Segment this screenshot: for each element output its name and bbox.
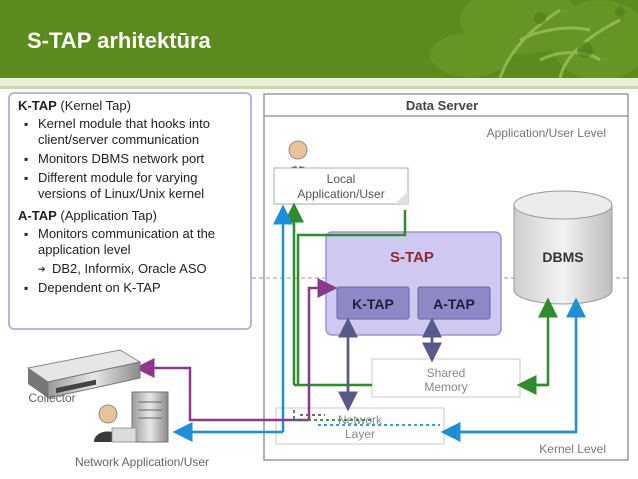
atap-heading: A-TAP (Application Tap) — [18, 208, 157, 223]
network-app-label: Network Application/User — [75, 455, 209, 469]
description-panel: K-TAP (Kernel Tap) Kernel module that ho… — [8, 92, 252, 330]
ktap-point: Different module for varying versions of… — [24, 170, 242, 202]
local-app-label-1: Local — [327, 172, 356, 186]
shared-memory-label-2: Memory — [424, 380, 467, 394]
atap-point: Monitors communication at the applicatio… — [24, 226, 242, 258]
ktap-points: Kernel module that hooks into client/ser… — [18, 116, 242, 202]
dbms-label: DBMS — [542, 249, 583, 265]
slide-header: S-TAP arhitektūra — [0, 0, 638, 78]
header-stripe-line — [0, 86, 638, 89]
local-app-label-2: Application/User — [297, 187, 384, 201]
ktap-point: Kernel module that hooks into client/ser… — [24, 116, 242, 148]
dbms-cylinder: DBMS — [513, 190, 613, 305]
collector-device-icon — [26, 349, 142, 399]
atap-point: Dependent on K-TAP — [24, 280, 242, 296]
green-arrows — [284, 202, 558, 395]
atap-box-label: A-TAP — [433, 296, 475, 312]
network-layer-label-1: Network — [338, 413, 383, 427]
ktap-heading: K-TAP (Kernel Tap) — [18, 98, 131, 113]
dotted-links — [293, 410, 440, 426]
network-user-icon — [94, 391, 169, 443]
kernel-level-label: Kernel Level — [539, 442, 606, 456]
slate-arrows — [338, 317, 442, 412]
slide-title: S-TAP arhitektūra — [27, 28, 211, 53]
data-server-title: Data Server — [406, 98, 478, 113]
stap-box: S-TAP K-TAP A-TAP — [325, 231, 502, 336]
stap-label: S-TAP — [390, 249, 434, 266]
header-foliage-decoration — [430, 0, 638, 78]
collector-label: Collector — [28, 391, 75, 405]
network-layer-label-2: Layer — [345, 427, 375, 441]
ktap-box-label: K-TAP — [352, 296, 394, 312]
shared-memory-box: Shared Memory — [371, 358, 521, 398]
ktap-point: Monitors DBMS network port — [24, 151, 242, 167]
purple-arrows — [134, 278, 338, 422]
shared-memory-label-1: Shared — [427, 366, 466, 380]
header-stripe — [0, 78, 638, 86]
atap-subpoint: DB2, Informix, Oracle ASO — [38, 261, 242, 277]
app-level-label: Application/User Level — [487, 126, 606, 140]
atap-points: Monitors communication at the applicatio… — [18, 226, 242, 296]
local-application-box: Local Application/User — [273, 167, 409, 205]
blue-arrows — [172, 204, 586, 442]
network-layer-box: Network Layer — [275, 407, 445, 445]
